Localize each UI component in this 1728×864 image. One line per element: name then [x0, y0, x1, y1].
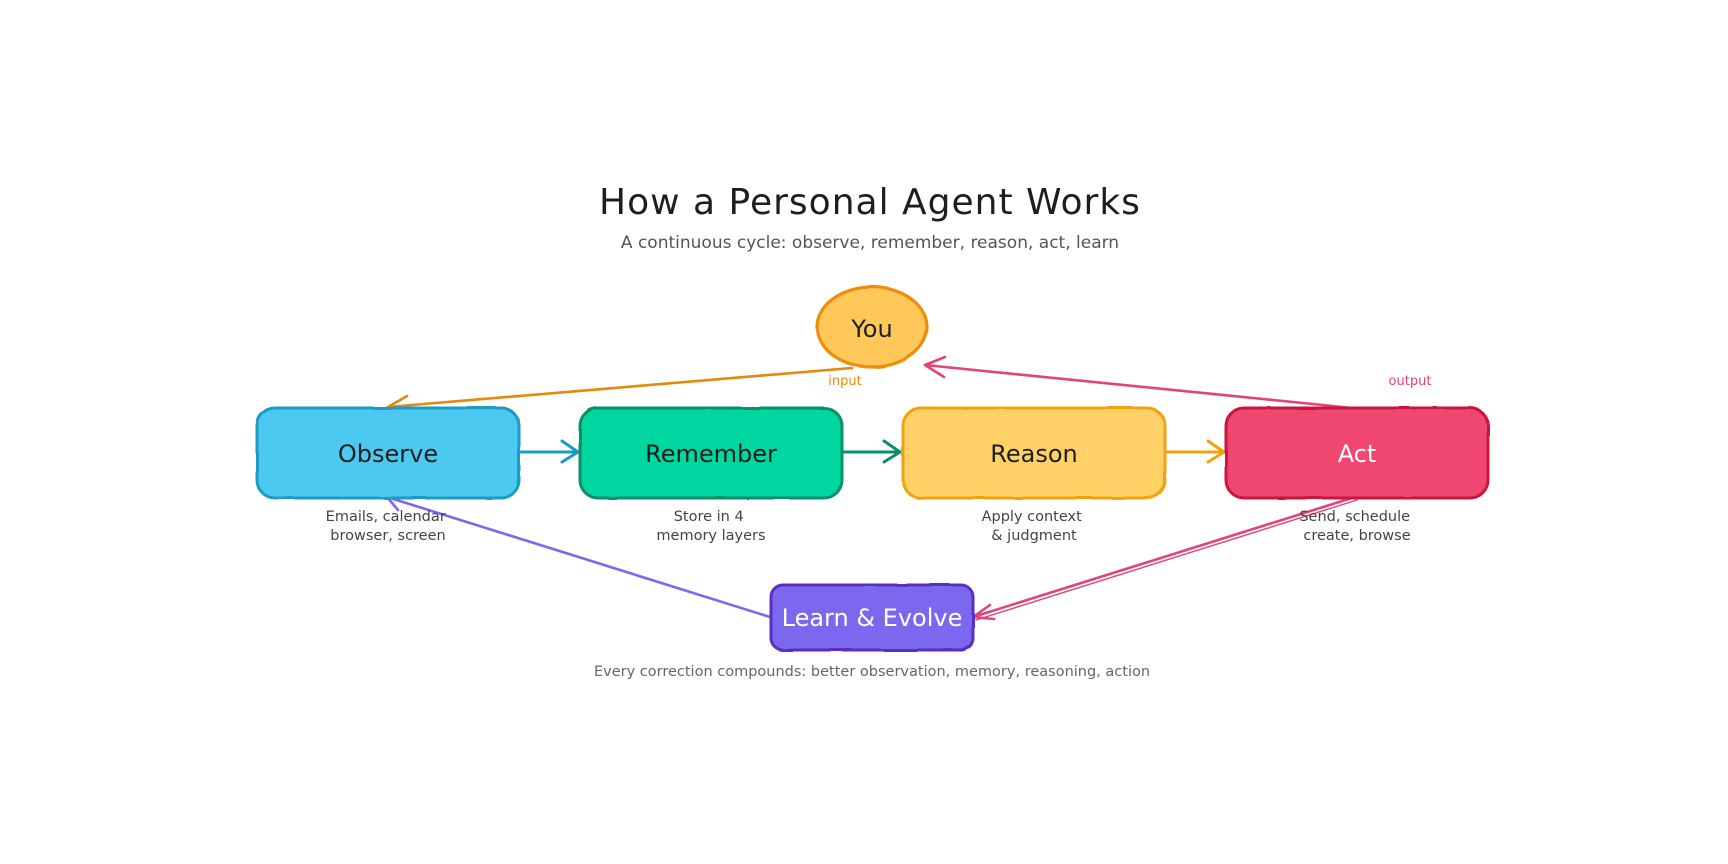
- remember-node: Remember: [578, 406, 844, 500]
- you-label: You: [850, 315, 892, 343]
- observe-node: Observe: [255, 406, 521, 500]
- observe-label: Observe: [338, 440, 438, 468]
- diagram-title: How a Personal Agent Works: [599, 182, 1141, 223]
- act-node: Act: [1224, 406, 1490, 500]
- remember-to-reason-arrow: [839, 439, 902, 464]
- learn-evolve-node: Learn & Evolve: [769, 583, 975, 652]
- reason-description: Apply context & judgment: [982, 509, 1087, 544]
- learn-evolve-label: Learn & Evolve: [782, 604, 963, 632]
- observe-to-remember-arrow: [517, 439, 580, 464]
- act-label: Act: [1338, 440, 1377, 468]
- observe-description: Emails, calendar browser, screen: [326, 509, 451, 544]
- reason-to-act-arrow: [1162, 439, 1226, 464]
- you-node: You: [815, 285, 929, 369]
- connectors: [385, 355, 1358, 621]
- reason-label: Reason: [990, 440, 1077, 468]
- remember-description: Store in 4 memory layers: [656, 509, 765, 544]
- output-arrow: [923, 355, 1354, 410]
- reason-node: Reason: [901, 406, 1167, 500]
- input-label: input: [828, 374, 861, 389]
- act-description: Send, schedule create, browse: [1299, 509, 1414, 544]
- footer-note: Every correction compounds: better obser…: [594, 664, 1150, 680]
- output-label: output: [1389, 374, 1432, 389]
- diagram-subtitle: A continuous cycle: observe, remember, r…: [621, 233, 1119, 253]
- remember-label: Remember: [645, 440, 777, 468]
